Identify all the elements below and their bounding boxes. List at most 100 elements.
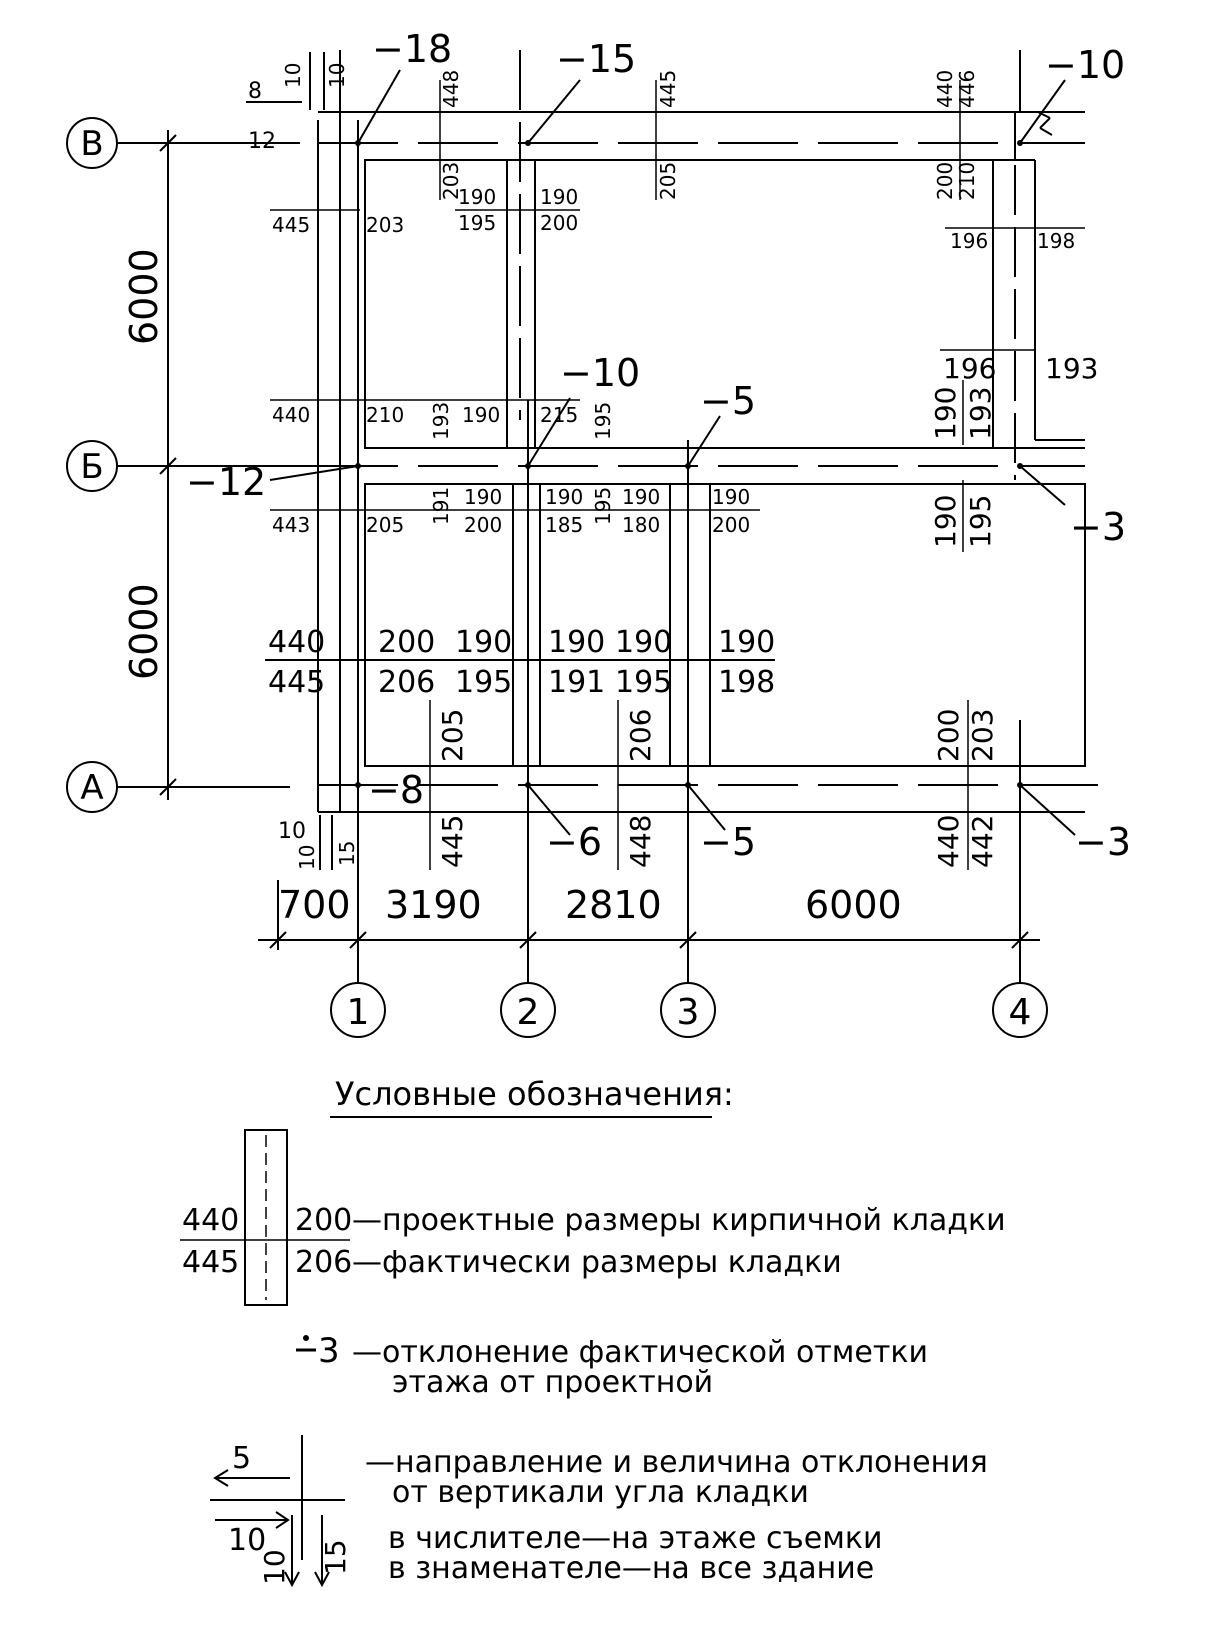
dim-low-4-den: 191 — [548, 665, 605, 700]
dim-mid-3: 193 — [429, 402, 453, 440]
legend-dev-v2: 15 — [319, 1539, 352, 1575]
dim-bl-2: 443 — [272, 513, 310, 537]
dim-low-1-num: 440 — [268, 625, 325, 660]
dim-low-6-den: 198 — [718, 665, 775, 700]
dim-low-3-den: 195 — [455, 665, 512, 700]
col-axis-3-label: 3 — [677, 992, 700, 1033]
dim-v-top-3: 440 — [933, 70, 957, 108]
elev-v1: −18 — [372, 27, 452, 71]
legend-design-num: 440 — [182, 1203, 239, 1238]
dim-v-top-1: 448 — [439, 70, 463, 108]
dim-bl-8: 195 — [591, 487, 615, 525]
dim-bl-5: 200 — [464, 513, 502, 537]
col-axis-3: 3 — [660, 940, 716, 1038]
dim-bl-10: 180 — [622, 513, 660, 537]
dim-v-top-2: 445 — [656, 70, 680, 108]
row-axis-v: В — [66, 117, 300, 169]
dim-vb-2: 195 — [458, 211, 496, 235]
dim-bl-12: 200 — [712, 513, 750, 537]
elev-a1: −8 — [368, 768, 424, 812]
bottom-dimension-line: 700 3190 2810 6000 — [258, 880, 1040, 950]
elev-a2: −6 — [546, 820, 602, 864]
legend-dev-text-4: в знаменателе—на все здание — [388, 1551, 874, 1586]
corner-deviation-top-left: 8 12 10 10 — [246, 52, 349, 154]
corner-bl-h: 10 — [278, 819, 306, 844]
dim-bl-6: 190 — [545, 485, 583, 509]
row-axis-b: Б — [66, 440, 330, 492]
legend-dev-h1: 5 — [232, 1441, 251, 1476]
dim-vb-1: 190 — [458, 185, 496, 209]
dim-bl-7: 185 — [545, 513, 583, 537]
dim-bl-4: 190 — [464, 485, 502, 509]
dim-a-down-1: 445 — [436, 815, 469, 868]
elev-b2: −10 — [560, 351, 640, 395]
dim-a-down-3: 440 — [932, 815, 965, 868]
legend: Условные обозначения: 440 445 200 206 —п… — [180, 1075, 1006, 1588]
dim-mid-r-2: 193 — [964, 387, 997, 440]
dim-v-bot-2: 205 — [656, 162, 680, 200]
dim-mid-6: 195 — [591, 402, 615, 440]
dim-b-r-2: 195 — [964, 495, 997, 548]
dim-bl-3: 205 — [366, 513, 404, 537]
elev-b1: −12 — [186, 460, 266, 504]
dim-a-up-3: 200 — [932, 709, 965, 762]
dim-low-4-num: 190 — [548, 625, 605, 660]
dim-low-6-num: 190 — [718, 625, 775, 660]
legend-elev-text-1: —отклонение фактической отметки — [352, 1335, 928, 1370]
dim-mid-4: 190 — [462, 403, 500, 427]
dim-v-top-4: 446 — [955, 70, 979, 108]
corner-deviation-bottom-left: 10 10 15 — [278, 815, 359, 870]
dims-row-v: 448 445 440 446 203 205 200 210 445 203 … — [270, 70, 1098, 385]
legend-design-den: 445 — [182, 1245, 239, 1280]
dim-low-5-num: 190 — [615, 625, 672, 660]
col-axis-2-label: 2 — [517, 992, 540, 1033]
corner-tl-v1: 10 — [281, 63, 305, 88]
elev-a4: −3 — [1075, 820, 1131, 864]
col-axis-1: 1 — [330, 940, 386, 1038]
legend-dev-h2: 10 — [228, 1523, 266, 1558]
legend-actual-num: 200 — [295, 1203, 352, 1238]
span-h-2: 3190 — [385, 883, 482, 927]
elev-a3: −5 — [700, 820, 756, 864]
dim-v-bot-1: 203 — [439, 162, 463, 200]
legend-dev-v1: 10 — [258, 1549, 291, 1585]
span-h-3: 2810 — [565, 883, 662, 927]
row-axis-a: А — [66, 761, 290, 813]
span-v-lower: 6000 — [122, 583, 166, 680]
span-h-4: 6000 — [805, 883, 902, 927]
dim-vc-2: 198 — [1037, 229, 1075, 253]
dim-vc-1: 196 — [950, 229, 988, 253]
dim-low-5-den: 195 — [615, 665, 672, 700]
corner-tl-v2: 10 — [325, 63, 349, 88]
span-h-1: 700 — [278, 883, 351, 927]
dim-a-down-2: 448 — [624, 815, 657, 868]
dims-b-low: 191 443 205 190 200 190 185 195 190 180 … — [270, 485, 760, 537]
col-axis-4-label: 4 — [1009, 992, 1032, 1033]
elev-v2: −15 — [556, 37, 636, 81]
dims-row-a: 205 206 200 203 445 448 440 442 — [429, 700, 999, 870]
legend-actual-text: —фактически размеры кладки — [352, 1245, 842, 1280]
corner-tl-h2: 12 — [248, 129, 276, 154]
legend-elev-text-2: этажа от проектной — [392, 1365, 713, 1400]
dim-mid-r-1: 190 — [929, 387, 962, 440]
legend-design-text: —проектные размеры кирпичной кладки — [352, 1203, 1006, 1238]
dim-low-1-den: 445 — [268, 665, 325, 700]
building-walls — [317, 50, 1115, 980]
col-axis-1-label: 1 — [347, 992, 370, 1033]
dim-a-up-4: 203 — [966, 709, 999, 762]
elev-b3: −5 — [700, 379, 756, 423]
dim-a-up-1: 205 — [436, 709, 469, 762]
legend-title: Условные обозначения: — [335, 1075, 734, 1113]
dim-mid-5: 215 — [540, 403, 578, 427]
elev-v4: −10 — [1045, 43, 1125, 87]
corner-bl-v1: 10 — [295, 845, 319, 870]
dim-bl-11: 190 — [712, 485, 750, 509]
dims-mid: 440 210 193 190 215 195 190 193 190 195 — [270, 380, 997, 552]
span-v-upper: 6000 — [122, 248, 166, 345]
legend-dev-text-3: в числителе—на этаже съемки — [388, 1521, 882, 1556]
elev-b4: −3 — [1070, 505, 1126, 549]
dim-low-3-num: 190 — [455, 625, 512, 660]
row-axis-a-label: А — [80, 768, 103, 808]
legend-actual-den: 206 — [295, 1245, 352, 1280]
